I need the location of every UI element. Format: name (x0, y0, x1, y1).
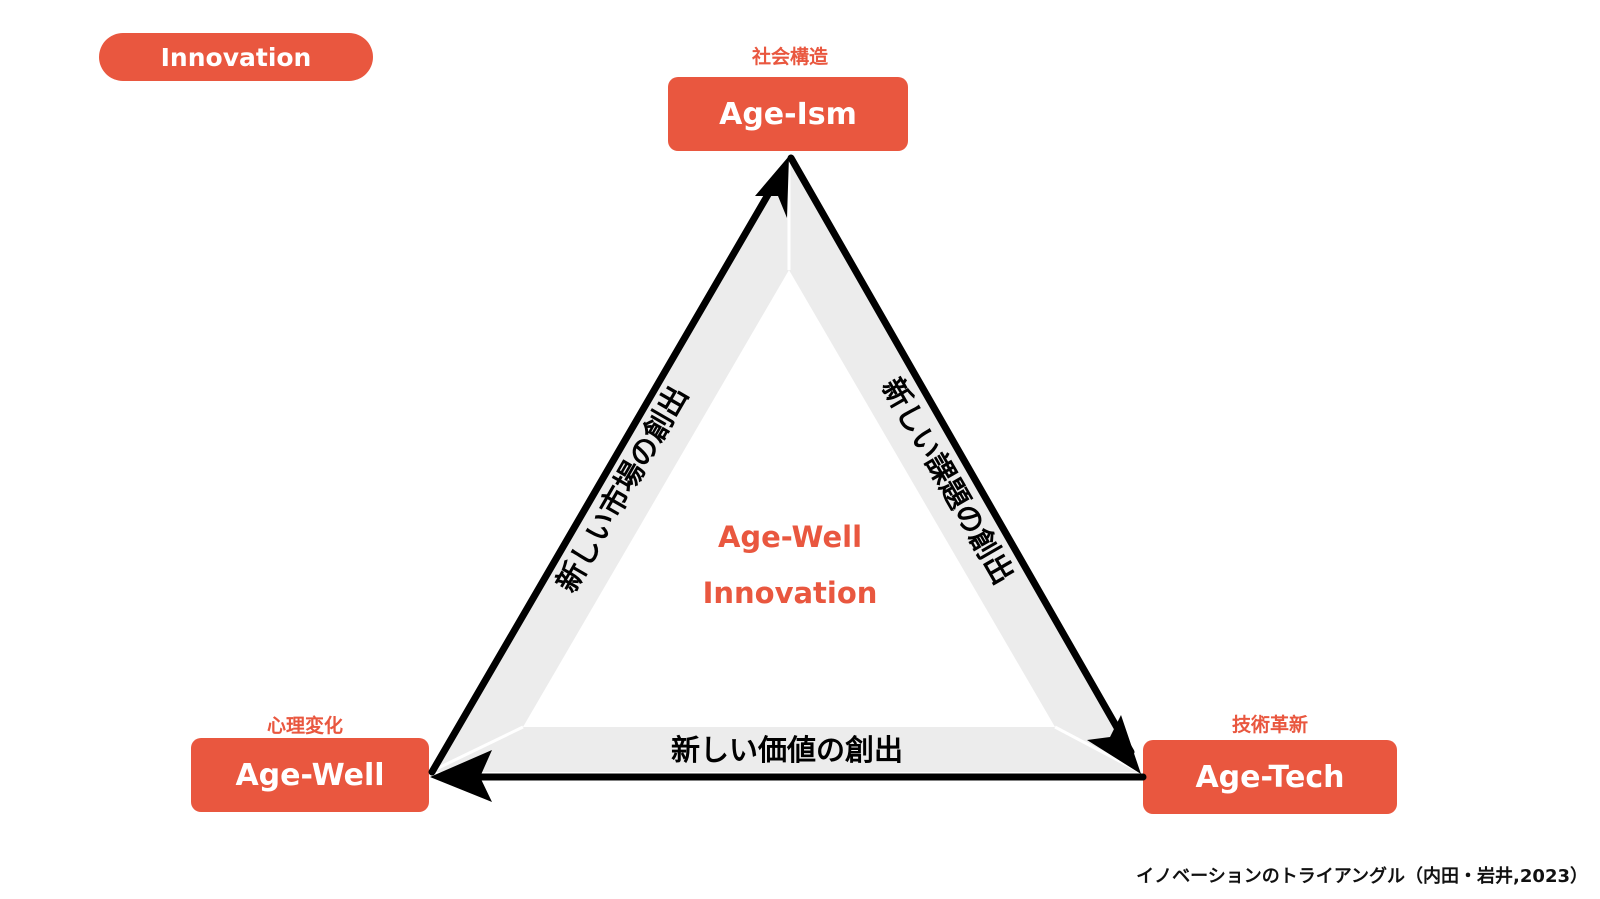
edge-label-bottom: 新しい価値の創出 (671, 733, 903, 767)
innovation-badge: Innovation (99, 33, 373, 81)
edge-label-right: 新しい課題の創出 (875, 372, 1020, 590)
top-node-category: 社会構造 (751, 46, 828, 68)
age-tech-node: Age-Tech (1143, 740, 1397, 814)
center-title-line2: Innovation (702, 576, 878, 610)
edge-label-left: 新しい市場の創出 (550, 380, 695, 598)
right-node-category: 技術革新 (1231, 714, 1308, 736)
left-node-category: 心理変化 (266, 715, 343, 737)
arrow-left-to-top (428, 170, 784, 776)
arrowhead-top (755, 156, 789, 218)
age-well-node: Age-Well (191, 738, 429, 812)
age-ism-node: Age-Ism (668, 77, 908, 151)
figure-caption: イノベーションのトライアングル（内田・岩井,2023） (1136, 866, 1588, 887)
arrowhead-right (1087, 715, 1141, 774)
triangle-band (430, 160, 1140, 772)
arrow-top-to-right (787, 154, 1135, 756)
center-title-line1: Age-Well (717, 520, 863, 554)
arrowhead-left (430, 750, 492, 802)
